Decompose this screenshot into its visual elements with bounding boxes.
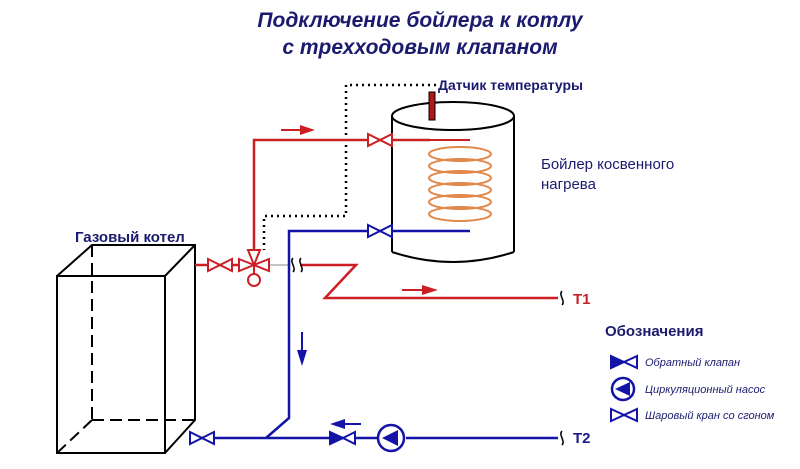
ball-valve-hot-tank[interactable] [367,132,393,148]
legend-title: Обозначения [605,323,703,340]
ball-valve-hot-boiler[interactable] [207,257,233,273]
tank-label-line-1: Бойлер косвенного [541,156,674,173]
legend: Обозначения Обратный клапан Циркуляционн… [605,323,775,423]
ball-valve-cold-boiler[interactable] [189,430,215,446]
legend-item-check-valve: Обратный клапан [645,357,740,369]
t1-label: Т1 [573,291,591,308]
cold-return-line [195,229,558,440]
t2-label: Т2 [573,430,591,447]
flow-arrow-hot-top [281,125,315,135]
check-valve-return[interactable] [329,430,356,446]
ball-valve-cold-tank[interactable] [367,223,393,239]
sensor-label: Датчик температуры [438,77,583,93]
hot-supply-line [195,138,558,300]
circulation-pump[interactable] [376,423,406,453]
temperature-sensor [428,91,436,121]
legend-item-ball-valve: Шаровый кран со сгоном [645,410,775,422]
check-valve-icon [610,354,638,370]
title-line-1: Подключение бойлера к котлу [257,9,584,32]
circulation-pump-icon [610,376,636,402]
title-line-2: с трехходовым клапаном [282,36,558,59]
gas-boiler-label: Газовый котел [75,229,185,246]
flow-arrow-cold-left [330,419,361,429]
heating-coil [428,146,492,222]
flow-arrow-cold-down [297,332,307,366]
sensor-wire [262,83,436,250]
gas-boiler [56,244,196,454]
three-way-valve[interactable] [238,249,270,287]
legend-item-circulation-pump: Циркуляционный насос [645,384,766,396]
flow-arrow-hot-t1 [402,285,438,295]
tank-label-line-2: нагрева [541,176,597,193]
indirect-heating-tank [391,101,515,263]
pipe-break-marks [291,257,564,446]
ball-valve-icon [610,407,638,423]
